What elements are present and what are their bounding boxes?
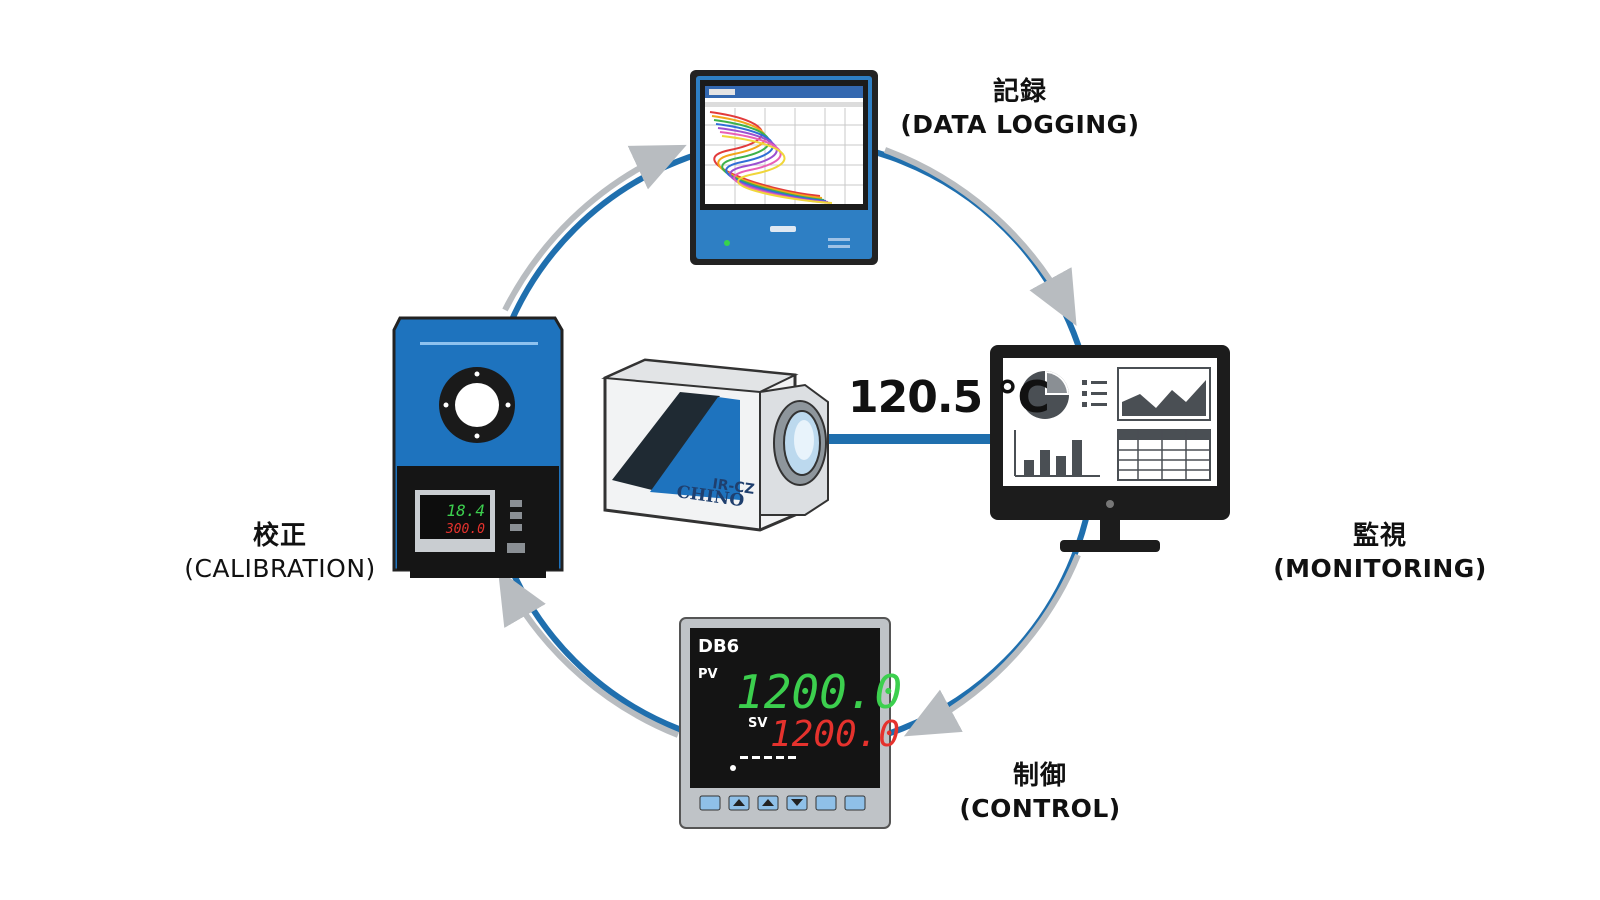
- label-calibration: 校正 (CALIBRATION): [155, 520, 405, 584]
- calibrator-value-top: 18.4: [446, 501, 485, 520]
- label-calibration-jp: 校正: [252, 521, 307, 551]
- camera-model: IR-CZ: [711, 476, 755, 498]
- controller-pv-label: PV: [698, 667, 718, 682]
- label-monitoring: 監視 (MONITORING): [1260, 520, 1500, 584]
- controller-sv-label: SV: [748, 716, 767, 731]
- calibrator-value-bottom: 300.0: [445, 522, 485, 537]
- controller-model: DB6: [698, 636, 739, 657]
- camera-link-bar: [820, 434, 995, 444]
- label-control: 制御 (CONTROL): [920, 760, 1160, 824]
- ir-camera-device: IR-CZ CHINO: [601, 358, 829, 532]
- monitor-table: [1117, 429, 1211, 481]
- label-monitoring-jp: 監視: [1352, 521, 1407, 551]
- label-control-en: (CONTROL): [959, 793, 1121, 823]
- controller-sv-value: 1200.0: [770, 714, 900, 755]
- data-logger-device: [690, 70, 878, 265]
- label-calibration-en: (CALIBRATION): [184, 553, 376, 583]
- arrow-calibration-to-logging: [502, 144, 687, 312]
- monitor-bar-chart: [1024, 440, 1082, 476]
- label-data-logging: 記録 (DATA LOGGING): [900, 76, 1140, 140]
- calibrator-device: 18.4 300.0: [392, 316, 564, 578]
- label-monitoring-en: (MONITORING): [1273, 553, 1487, 583]
- label-data-logging-jp: 記録: [992, 77, 1047, 107]
- label-data-logging-en: (DATA LOGGING): [900, 109, 1140, 139]
- controller-buttons: [699, 795, 866, 811]
- monitoring-display: [990, 345, 1230, 552]
- controller-device: DB6 PV 1200.0 SV 1200.0: [679, 617, 902, 829]
- arrow-monitoring-to-control: [903, 553, 1081, 737]
- temperature-readout: 120.5 °C: [848, 372, 1050, 423]
- arrow-control-to-calibration: [497, 569, 680, 738]
- label-control-jp: 制御: [1012, 761, 1067, 791]
- arrow-logging-to-monitoring: [883, 147, 1077, 327]
- logger-trend-lines: [709, 111, 833, 204]
- monitor-area-chart: [1122, 380, 1206, 416]
- controller-pv-value: 1200.0: [736, 665, 902, 719]
